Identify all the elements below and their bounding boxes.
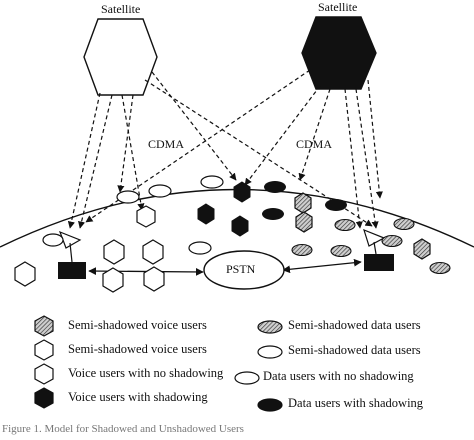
figure-caption: Figure 1. Model for Shadowed and Unshado… (2, 423, 244, 435)
semi-shadowed-data-ellipse (334, 218, 356, 232)
shadowed-data-ellipse (262, 208, 284, 220)
legend-voice-shadowing-label: Voice users with shadowing (68, 390, 208, 404)
legend-semi-shadowed-voice-hatched-label: Semi-shadowed voice users (68, 318, 207, 332)
satellite-left (83, 18, 158, 96)
voice-users-shadowed (197, 181, 251, 237)
voice-user-hexagon (102, 267, 124, 293)
voice-user-hexagon (142, 239, 164, 265)
legend-data-shadowing-icon (257, 398, 283, 412)
pstn-node (203, 250, 285, 290)
voice-users-outline (14, 205, 165, 293)
semi-shadowed-data-ellipse (330, 244, 352, 258)
data-user-ellipse (116, 190, 140, 204)
voice-users-semi-shadowed (294, 192, 431, 260)
semi-shadowed-data-ellipse (291, 243, 313, 257)
semi-shadowed-voice-hexagon (294, 192, 312, 214)
data-users-shadowed (262, 181, 347, 220)
voice-user-hexagon (136, 205, 156, 228)
cdma-left-label: CDMA (148, 137, 185, 151)
voice-user-hexagon (103, 239, 125, 265)
legend-semi-shadowed-data-hatched-icon (257, 320, 283, 334)
voice-user-hexagon (143, 266, 165, 292)
earth-station-left (58, 230, 86, 279)
legend-semi-shadowed-voice-outline-label: Semi-shadowed voice users (68, 342, 207, 356)
legend-semi-shadowed-data-outline-icon (257, 345, 283, 359)
earth-station-right (363, 228, 394, 271)
legend-data-no-shadowing-label: Data users with no shadowing (263, 369, 414, 383)
cdma-right-label: CDMA (296, 137, 333, 151)
shadowed-voice-hexagon (233, 181, 251, 203)
data-user-ellipse (42, 233, 64, 247)
signal-paths (67, 69, 383, 229)
semi-shadowed-voice-hexagon (295, 211, 313, 233)
legend-voice-shadowing-icon (34, 387, 54, 409)
data-user-ellipse (188, 241, 212, 255)
legend-voice-no-shadowing-label: Voice users with no shadowing (68, 366, 224, 380)
voice-user-hexagon (14, 261, 36, 287)
data-users-semi-shadowed (291, 217, 451, 275)
satellite-right-label: Satellite (318, 0, 358, 14)
legend-symbols (34, 315, 283, 412)
data-user-ellipse (148, 184, 172, 198)
legend-semi-shadowed-voice-outline-icon (34, 339, 54, 361)
legend-semi-shadowed-voice-hatched-icon (34, 315, 54, 337)
semi-shadowed-data-ellipse (429, 261, 451, 275)
satellite-left-label: Satellite (101, 2, 141, 16)
semi-shadowed-data-ellipse (381, 234, 403, 248)
satellite-right (301, 16, 377, 90)
legend-data-no-shadowing-icon (234, 371, 260, 385)
data-user-ellipse (200, 175, 224, 189)
legend-data-shadowing-label: Data users with shadowing (288, 396, 424, 410)
legend-semi-shadowed-data-hatched-label: Semi-shadowed data users (288, 318, 421, 332)
legend-semi-shadowed-data-outline-label: Semi-shadowed data users (288, 343, 421, 357)
legend-voice-no-shadowing-icon (34, 363, 54, 385)
data-users-outline (42, 175, 224, 255)
pstn-label: PSTN (226, 262, 256, 276)
semi-shadowed-voice-hexagon (413, 238, 431, 260)
shadowed-voice-hexagon (231, 215, 249, 237)
semi-shadowed-data-ellipse (393, 217, 415, 231)
shadowed-data-ellipse (325, 199, 347, 211)
shadowed-voice-hexagon (197, 203, 215, 225)
shadowed-data-ellipse (264, 181, 286, 193)
